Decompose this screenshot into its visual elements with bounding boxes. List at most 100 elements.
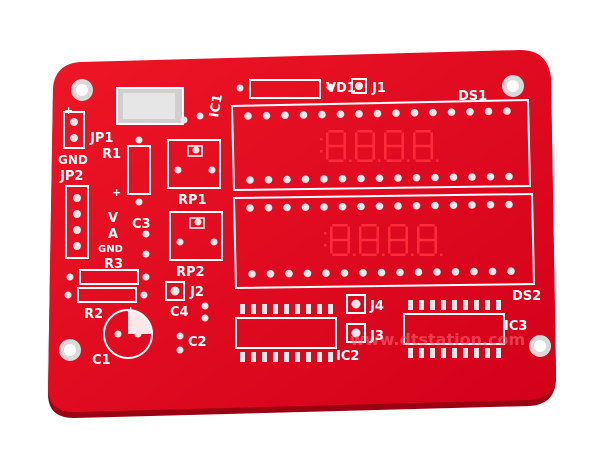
pad bbox=[306, 304, 311, 314]
pad bbox=[486, 172, 495, 181]
pad bbox=[488, 267, 497, 276]
segment bbox=[417, 226, 420, 240]
pad bbox=[396, 268, 404, 277]
segment bbox=[343, 132, 346, 146]
segment bbox=[326, 146, 329, 160]
segment bbox=[355, 146, 358, 160]
pad bbox=[441, 348, 446, 358]
pad bbox=[251, 352, 256, 362]
pad bbox=[318, 110, 326, 119]
pad bbox=[408, 300, 413, 310]
segment bbox=[388, 226, 391, 240]
pad bbox=[463, 348, 468, 358]
segment bbox=[320, 138, 323, 141]
pad bbox=[359, 269, 367, 277]
pad bbox=[264, 203, 273, 212]
pad bbox=[303, 269, 312, 278]
pad bbox=[320, 175, 328, 183]
label-c1: C1 bbox=[92, 353, 111, 368]
j2-header bbox=[165, 281, 185, 301]
pad bbox=[262, 304, 267, 314]
segment bbox=[357, 144, 373, 148]
mounting-holes bbox=[59, 75, 551, 361]
segment bbox=[401, 132, 404, 146]
pad bbox=[357, 174, 365, 183]
label-gnd2: GND bbox=[98, 244, 123, 255]
segment bbox=[417, 240, 420, 254]
ic2-footprint bbox=[235, 304, 337, 362]
pad bbox=[285, 269, 293, 278]
segment bbox=[378, 159, 381, 162]
segment bbox=[332, 253, 348, 256]
r2-outline bbox=[77, 287, 137, 303]
pad bbox=[419, 300, 424, 310]
pad bbox=[328, 304, 333, 314]
pad bbox=[284, 352, 289, 362]
label-rp1: RP1 bbox=[178, 193, 207, 208]
pad bbox=[433, 268, 441, 276]
label-ic2: IC2 bbox=[336, 349, 359, 364]
pad bbox=[412, 201, 421, 210]
segment bbox=[328, 144, 344, 148]
segment bbox=[357, 159, 373, 162]
pad bbox=[394, 202, 402, 210]
pad bbox=[470, 267, 478, 276]
segment bbox=[347, 226, 350, 240]
r3-outline bbox=[79, 269, 139, 285]
vd1-outline bbox=[249, 79, 321, 99]
segment bbox=[419, 224, 435, 227]
segment bbox=[384, 132, 387, 146]
pad bbox=[340, 269, 349, 277]
segment bbox=[386, 144, 402, 148]
pad bbox=[410, 109, 419, 117]
segment bbox=[388, 240, 391, 254]
pad bbox=[451, 268, 460, 276]
pad bbox=[264, 175, 273, 184]
rp2-trimmer bbox=[169, 211, 223, 261]
segment bbox=[372, 132, 375, 146]
pad bbox=[295, 352, 300, 362]
pad bbox=[463, 300, 468, 310]
pad bbox=[485, 348, 490, 358]
pad bbox=[408, 348, 413, 358]
pad bbox=[377, 268, 386, 277]
pad bbox=[355, 110, 363, 118]
pad bbox=[320, 203, 328, 211]
label-jp1: JP1 bbox=[89, 131, 113, 146]
jp1-header bbox=[63, 111, 85, 149]
segment bbox=[386, 159, 402, 162]
label-c2: C2 bbox=[188, 335, 207, 350]
pad bbox=[317, 304, 322, 314]
segment bbox=[361, 224, 377, 227]
pad bbox=[317, 352, 322, 362]
ds1-display-outline bbox=[230, 98, 532, 192]
segment bbox=[361, 253, 377, 256]
pad bbox=[375, 174, 384, 183]
segment bbox=[330, 240, 333, 254]
segment bbox=[415, 144, 431, 148]
r1-outline bbox=[127, 145, 151, 195]
segment bbox=[343, 146, 346, 160]
label-a: A bbox=[108, 227, 118, 242]
pad bbox=[301, 203, 310, 212]
pad bbox=[336, 110, 345, 119]
pad bbox=[505, 172, 513, 181]
pad bbox=[412, 173, 421, 182]
pad bbox=[322, 269, 330, 278]
segment bbox=[390, 224, 406, 227]
segment bbox=[390, 238, 406, 242]
segment bbox=[330, 226, 333, 240]
segment bbox=[376, 240, 379, 254]
segment bbox=[419, 238, 435, 242]
pad bbox=[299, 111, 308, 119]
pad bbox=[466, 108, 474, 116]
segment bbox=[415, 159, 431, 162]
label-r1: R1 bbox=[102, 147, 121, 162]
pad bbox=[429, 108, 437, 117]
ic3-footprint bbox=[403, 300, 505, 358]
pad bbox=[357, 202, 365, 211]
pad bbox=[240, 352, 245, 362]
pad bbox=[486, 200, 495, 209]
segment bbox=[361, 238, 377, 242]
